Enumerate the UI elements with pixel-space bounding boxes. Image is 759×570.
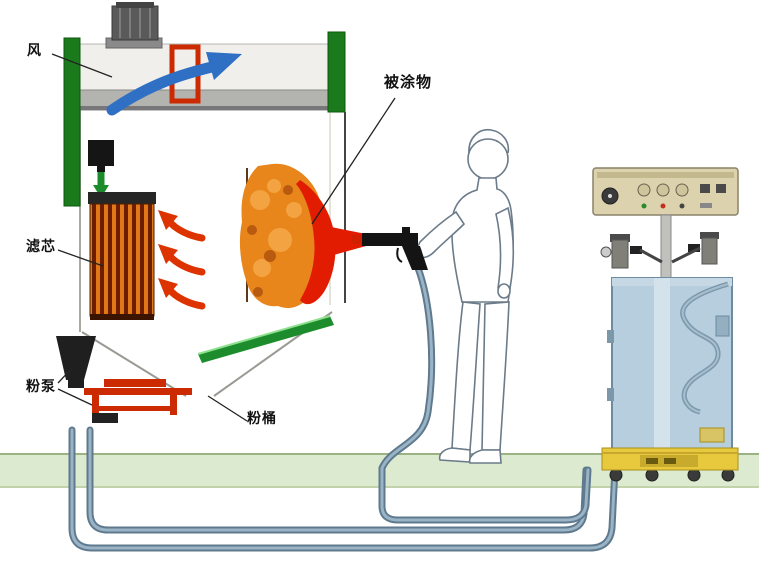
- powder-cabinet: [607, 277, 733, 453]
- powder-chute: [56, 336, 96, 380]
- machine-base: [601, 447, 739, 482]
- recirculation-arrows: [158, 210, 206, 310]
- operator-figure: [406, 128, 514, 464]
- wind-label: 风: [27, 42, 42, 58]
- deflector-plate: [198, 316, 334, 363]
- spray-booth: [56, 2, 366, 423]
- air-regulators: [600, 232, 719, 269]
- powder-barrel-label: 粉桶: [247, 410, 277, 426]
- booth-left-post: [63, 37, 81, 207]
- coated-object-label: 被涂物: [384, 74, 433, 91]
- powder-pump-unit: [92, 413, 118, 423]
- spray-gun: [352, 227, 428, 270]
- filter-core-label: 滤芯: [26, 238, 56, 254]
- airflow-arrow: [106, 52, 242, 116]
- powder-barrel-stand: [84, 379, 192, 415]
- filter-cartridge: [88, 192, 156, 320]
- booth-right-post: [327, 31, 346, 113]
- pulse-valve: [88, 140, 114, 198]
- label-leader-lines: [51, 53, 396, 422]
- panel-stand-pole: [660, 214, 672, 280]
- powder-spray-cloud: [239, 163, 366, 309]
- chute-outlet: [68, 380, 84, 388]
- powder-hoses: [68, 264, 619, 552]
- control-panel: [592, 167, 739, 216]
- powder-pump-label: 粉泵: [26, 378, 56, 394]
- exhaust-fan-motor: [105, 2, 163, 49]
- powder-supply-machine: [592, 167, 739, 482]
